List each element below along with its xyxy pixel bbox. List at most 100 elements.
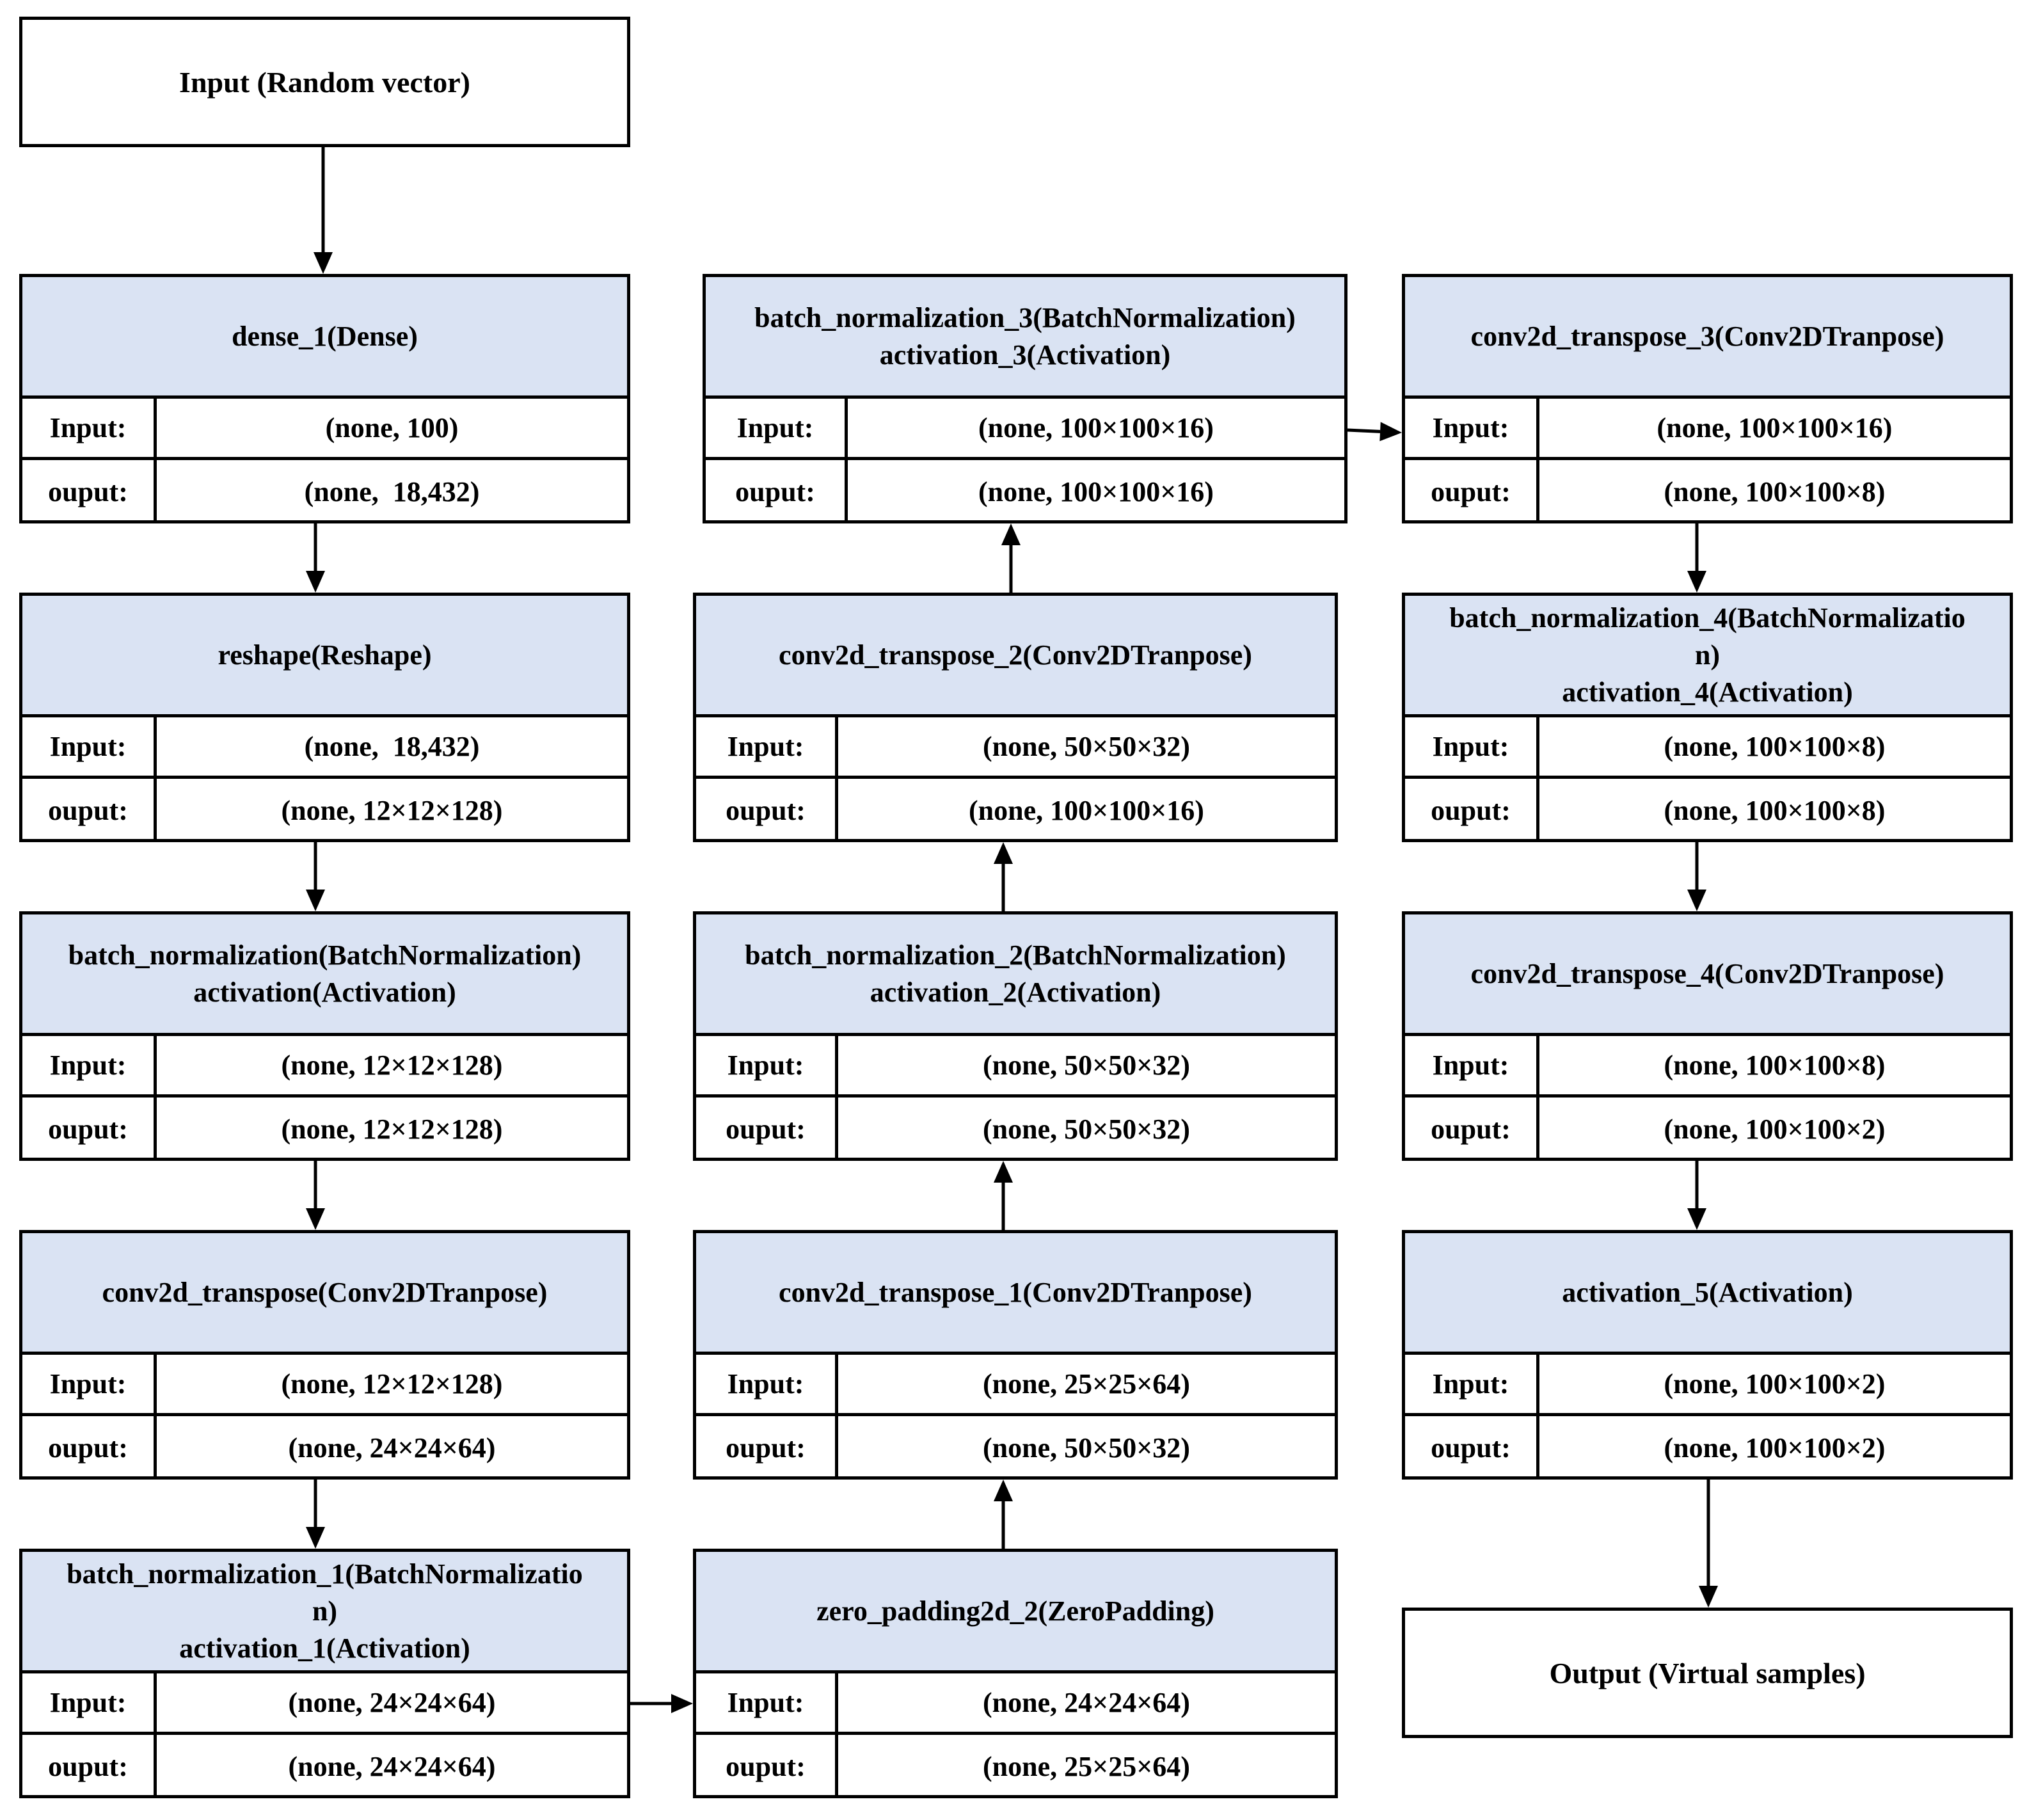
output-row-shape: (none, 100×100×16) (969, 794, 1204, 826)
output-row-shape: (none, 100×100×2) (1664, 1113, 1886, 1145)
layer-title-line: conv2d_transpose(Conv2DTranpose) (102, 1276, 548, 1308)
output-row-label: ouput: (1405, 779, 1539, 842)
layer-title-line: conv2d_transpose_2(Conv2DTranpose) (779, 639, 1252, 671)
input-row-label: Input: (696, 1673, 838, 1732)
input-row: Input:(none, 50×50×32) (696, 1036, 1335, 1098)
output-row: ouput:(none, 100×100×2) (1405, 1098, 2010, 1160)
output-row: ouput: (none, 50×50×32) (696, 1098, 1335, 1160)
output-row-label: ouput: (696, 1098, 838, 1160)
layer-conv-t-1: conv2d_transpose_1(Conv2DTranpose)Input:… (693, 1230, 1338, 1480)
input-row-shape: (none, 18,432) (304, 731, 480, 762)
output-row: ouput:(none, 24×24×64) (22, 1416, 627, 1479)
layer-title-line: n) (312, 1595, 338, 1627)
input-row: Input:(none, 24×24×64) (22, 1673, 627, 1735)
layer-conv-t: conv2d_transpose(Conv2DTranpose) Input:(n… (19, 1230, 630, 1480)
layer-title-line: batch_normalization_1(BatchNormalizatio (67, 1558, 583, 1590)
input-row: Input: (none, 24×24×64) (696, 1673, 1335, 1735)
arrow-bn3-to-convt3 (1347, 422, 1402, 442)
output-row-shape: (none, 50×50×32) (983, 1432, 1190, 1464)
layer-conv-t-4: conv2d_transpose_4(Conv2DTranpose) Input:… (1402, 911, 2013, 1161)
arrow-convt4-to-act5 (1687, 1161, 1706, 1230)
input-row-label: Input: (22, 1036, 157, 1094)
output-row-label: ouput: (22, 1735, 157, 1798)
input-row-shape: (none, 100×100×8) (1664, 1050, 1886, 1081)
layer-title-line: batch_normalization_3(BatchNormalization… (754, 301, 1296, 333)
output-row-label: ouput: (696, 1416, 838, 1479)
arrow-bn1-to-zp2 (630, 1694, 693, 1713)
output-row: ouput: (none, 100×100×16) (696, 779, 1335, 842)
output-row: ouput: (none, 50×50×32) (696, 1416, 1335, 1479)
layer-title-line: activation_4(Activation) (1562, 676, 1853, 708)
output-row: ouput:(none, 24×24×64) (22, 1735, 627, 1798)
input-terminal: Input (Random vector) (19, 17, 630, 147)
input-row-shape: (none, 100×100×16) (1657, 412, 1893, 443)
input-row: Input:(none, 100×100×16) (1405, 399, 2010, 460)
layer-act-5: activation_5(Activation) Input:(none, 100… (1402, 1230, 2013, 1480)
input-terminal-label: Input (Random vector) (179, 65, 470, 99)
layer-header: conv2d_transpose_1(Conv2DTranpose) (696, 1233, 1335, 1355)
layer-reshape: reshape(Reshape)Input:(none, 18,432)oupu… (19, 593, 630, 842)
layer-header: zero_padding2d_2(ZeroPadding) (696, 1552, 1335, 1673)
layer-header: conv2d_transpose_2(Conv2DTranpose) (696, 596, 1335, 717)
output-row: ouput:(none, 100×100×8) (1405, 460, 2010, 523)
layer-bn-2: batch_normalization_2(BatchNormalization… (693, 911, 1338, 1161)
arrow-bn4-to-convt4 (1687, 842, 1706, 911)
output-row-label: ouput: (706, 460, 848, 523)
layer-title-line: zero_padding2d_2(ZeroPadding) (816, 1595, 1214, 1627)
input-row: Input:(none, 100×100×16) (706, 399, 1344, 460)
arrow-convt-to-bn1 (306, 1480, 325, 1549)
layer-title-line: conv2d_transpose_4(Conv2DTranpose) (1470, 957, 1944, 989)
input-row-label: Input: (696, 1036, 838, 1094)
output-row-label: ouput: (1405, 460, 1539, 523)
input-row: Input: (none, 100×100×8) (1405, 717, 2010, 779)
layer-header: reshape(Reshape) (22, 596, 627, 717)
input-row-label: Input: (22, 399, 157, 457)
layer-zp-2: zero_padding2d_2(ZeroPadding) Input: (none… (693, 1549, 1338, 1798)
layer-title-line: activation_2(Activation) (870, 976, 1161, 1008)
layer-title-line: dense_1(Dense) (232, 320, 418, 352)
output-row-shape: (none, 18,432) (304, 475, 480, 507)
layer-header: activation_5(Activation) (1405, 1233, 2010, 1355)
arrow-reshape-to-bn (306, 842, 325, 911)
layer-bn-3: batch_normalization_3(BatchNormalization… (703, 274, 1347, 523)
input-row-shape: (none, 100×100×8) (1664, 731, 1886, 762)
input-row-shape: (none, 24×24×64) (983, 1687, 1190, 1718)
input-row-shape: (none, 12×12×128) (281, 1050, 503, 1081)
input-row: Input:(none, 12×12×128) (22, 1355, 627, 1416)
layer-title-line: batch_normalization_2(BatchNormalization… (745, 939, 1286, 971)
layer-dense-1: dense_1(Dense) Input: (none, 100) ouput:(no… (19, 274, 630, 523)
layer-conv-t-2: conv2d_transpose_2(Conv2DTranpose) Input:… (693, 593, 1338, 842)
input-row: Input:(none, 25×25×64) (696, 1355, 1335, 1416)
input-row-label: Input: (1405, 717, 1539, 776)
output-terminal-label: Output (Virtual samples) (1549, 1656, 1866, 1689)
input-row-label: Input: (22, 1673, 157, 1732)
output-row-shape: (none, 100×100×8) (1664, 794, 1886, 826)
input-row-shape: (none, 100) (325, 412, 459, 443)
output-row-label: ouput: (696, 779, 838, 842)
output-row-shape: (none, 50×50×32) (983, 1113, 1190, 1145)
input-row-shape: (none, 50×50×32) (983, 731, 1190, 762)
output-row: ouput: (none, 100×100×8) (1405, 779, 2010, 842)
input-row: Input:(none, 100×100×8) (1405, 1036, 2010, 1098)
output-row: ouput:(none, 25×25×64) (696, 1735, 1335, 1798)
layer-title-line: activation_5(Activation) (1562, 1276, 1853, 1308)
input-row: Input:(none, 100×100×2) (1405, 1355, 2010, 1416)
output-row-label: ouput: (1405, 1416, 1539, 1479)
arrow-dense-to-reshape (306, 523, 325, 593)
output-row-shape: (none, 100×100×2) (1664, 1432, 1886, 1464)
layer-conv-t-3: conv2d_transpose_3(Conv2DTranpose)Input:… (1402, 274, 2013, 523)
input-row: Input:(none, 50×50×32) (696, 717, 1335, 779)
layer-bn: batch_normalization(BatchNormalization)a… (19, 911, 630, 1161)
layer-title-line: activation_1(Activation) (179, 1632, 470, 1664)
output-row: ouput:(none, 18,432) (22, 460, 627, 523)
output-row: ouput:(none, 100×100×16) (706, 460, 1344, 523)
input-row-label: Input: (22, 717, 157, 776)
input-row-shape: (none, 25×25×64) (983, 1368, 1190, 1400)
output-row-label: ouput: (696, 1735, 838, 1798)
layer-header: batch_normalization(BatchNormalization)a… (22, 914, 627, 1036)
arrow-bn-to-convt (306, 1161, 325, 1230)
layer-title-line: activation(Activation) (193, 976, 456, 1008)
layer-title-line: reshape(Reshape) (218, 639, 432, 671)
